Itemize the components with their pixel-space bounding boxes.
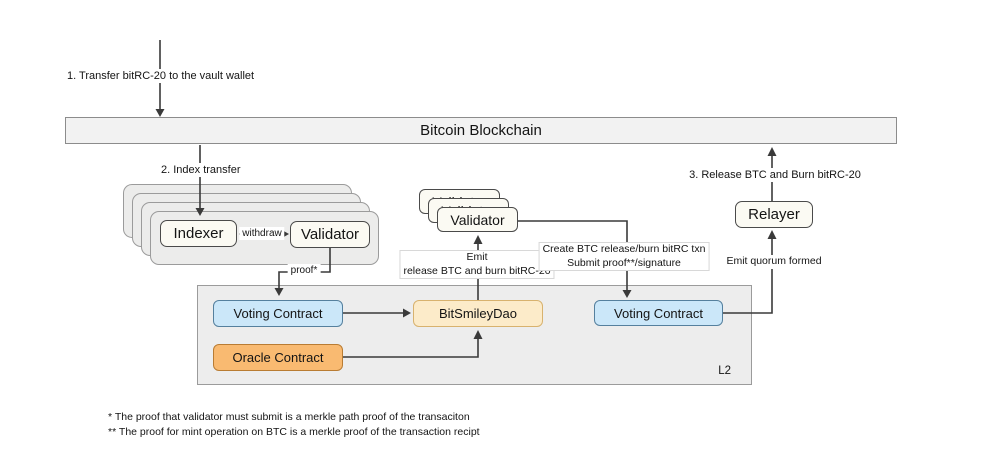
validator-mid-label: Validator: [450, 211, 505, 228]
voting-contract-left-label: Voting Contract: [233, 306, 323, 321]
bitsmileydao-label: BitSmileyDao: [438, 306, 518, 321]
validator-left-label: Validator: [300, 226, 360, 243]
withdraw-label: withdraw: [239, 227, 285, 240]
create-txn-line2: Submit proof**/signature: [567, 256, 681, 269]
bitcoin-blockchain-label: Bitcoin Blockchain: [420, 122, 542, 139]
emit-quorum-label: Emit quorum formed: [723, 255, 825, 269]
validator-mid-node: Validator: [437, 207, 518, 232]
voting-contract-right-label: Voting Contract: [614, 305, 703, 321]
relayer-node: Relayer: [735, 201, 813, 228]
voting-contract-right-node: Voting Contract: [594, 300, 723, 326]
proof-label: proof*: [287, 264, 321, 277]
l2-label: L2: [718, 365, 731, 377]
relayer-label: Relayer: [748, 206, 800, 223]
arrowhead-voting-right-to-relayer: [767, 230, 777, 239]
arrowhead-dao-to-validator: [473, 235, 483, 244]
create-txn-line1: Create BTC release/burn bitRC txn: [542, 243, 706, 255]
arrowhead-transfer-to-chain: [155, 109, 165, 117]
step1-label: 1. Transfer bitRC-20 to the vault wallet: [64, 69, 258, 84]
oracle-contract-label: Oracle Contract: [232, 350, 324, 365]
bitcoin-blockchain-bar: Bitcoin Blockchain: [65, 117, 897, 144]
create-txn-label: Create BTC release/burn bitRC txn Submit…: [538, 242, 710, 272]
emit-release-label: Emit release BTC and burn bitRC-20: [399, 250, 555, 280]
bitsmileydao-node: BitSmileyDao: [413, 300, 543, 327]
voting-contract-left-node: Voting Contract: [213, 300, 343, 327]
emit-release-line1: Emit: [466, 251, 488, 263]
step2-label: 2. Index transfer: [158, 163, 244, 178]
step3-label: 3. Release BTC and Burn bitRC-20: [686, 168, 864, 183]
indexer-node: Indexer: [160, 220, 237, 247]
indexer-label: Indexer: [173, 225, 224, 242]
oracle-contract-node: Oracle Contract: [213, 344, 343, 371]
emit-release-line2: release BTC and burn bitRC-20: [403, 264, 551, 277]
footnote-1: * The proof that validator must submit i…: [108, 411, 470, 423]
arrowhead-relayer-to-chain: [767, 147, 777, 156]
footnote-2: ** The proof for mint operation on BTC i…: [108, 425, 480, 438]
validator-left-node: Validator: [290, 221, 370, 248]
footnotes: * The proof that validator must submit i…: [108, 410, 480, 439]
